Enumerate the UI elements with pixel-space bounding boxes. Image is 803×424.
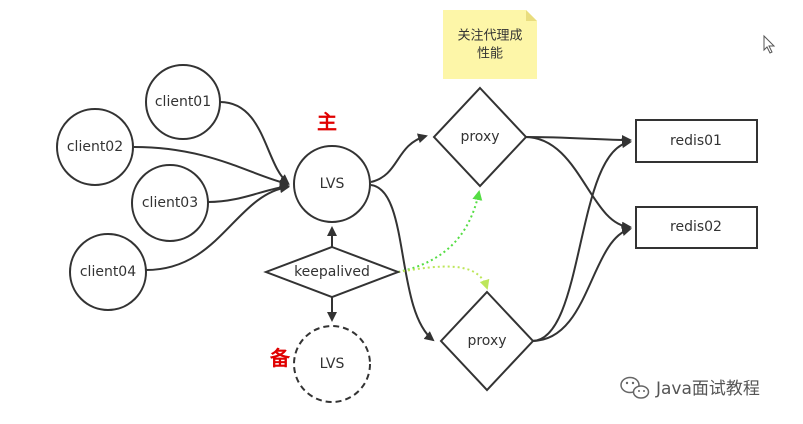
proxy-bottom-label: proxy bbox=[467, 333, 506, 349]
edge-client01-lvs bbox=[219, 101, 290, 185]
edge-keepalived-proxy-bottom bbox=[397, 265, 490, 290]
client01-label: client01 bbox=[155, 94, 211, 110]
edge-client03-lvs bbox=[207, 182, 290, 203]
cursor-icon bbox=[763, 34, 776, 54]
proxy-bottom-node: proxy bbox=[439, 290, 535, 392]
edge-proxy-top-redis02 bbox=[524, 136, 632, 232]
client01-node: client01 bbox=[145, 64, 221, 140]
lvs-master-node: LVS bbox=[293, 145, 371, 223]
lvs-backup-label: LVS bbox=[320, 356, 345, 372]
wechat-icon bbox=[620, 376, 650, 399]
client04-node: client04 bbox=[69, 233, 147, 311]
lvs-master-label: LVS bbox=[320, 176, 345, 192]
watermark: Java面试教程 bbox=[620, 376, 760, 399]
watermark-text: Java面试教程 bbox=[655, 379, 760, 399]
lvs-backup-node: LVS bbox=[293, 325, 371, 403]
sticky-note-background bbox=[443, 10, 537, 79]
client04-label: client04 bbox=[80, 264, 136, 280]
redis02-label: redis02 bbox=[670, 219, 722, 235]
master-role-label: 主 bbox=[317, 110, 337, 134]
edge-client04-lvs bbox=[145, 183, 290, 271]
sticky-note-line2: 性能 bbox=[477, 47, 503, 62]
edge-client02-lvs bbox=[133, 146, 290, 188]
client03-label: client03 bbox=[142, 195, 198, 211]
client02-node: client02 bbox=[56, 108, 134, 186]
sticky-note-fold bbox=[526, 10, 537, 21]
backup-role-label: 备 bbox=[269, 346, 291, 370]
keepalived-node: keepalived bbox=[263, 245, 401, 299]
edge-keepalived-proxy-top bbox=[397, 190, 483, 273]
sticky-note: 关注代理成 性能 bbox=[443, 10, 537, 79]
redis02-node: redis02 bbox=[635, 206, 758, 249]
client02-label: client02 bbox=[67, 139, 123, 155]
edge-proxy-top-redis01 bbox=[524, 134, 632, 145]
keepalived-label: keepalived bbox=[294, 264, 370, 280]
redis01-label: redis01 bbox=[670, 133, 722, 149]
redis01-node: redis01 bbox=[635, 119, 758, 163]
proxy-top-label: proxy bbox=[460, 129, 499, 145]
proxy-top-node: proxy bbox=[432, 86, 528, 188]
edge-proxy-bottom-redis01 bbox=[531, 138, 632, 342]
sticky-note-line1: 关注代理成 bbox=[457, 29, 522, 44]
edge-proxy-bottom-redis02 bbox=[531, 226, 632, 342]
client03-node: client03 bbox=[131, 164, 209, 242]
edge-lvs-proxy-top bbox=[370, 133, 428, 183]
edge-lvs-proxy-bottom bbox=[370, 184, 435, 342]
